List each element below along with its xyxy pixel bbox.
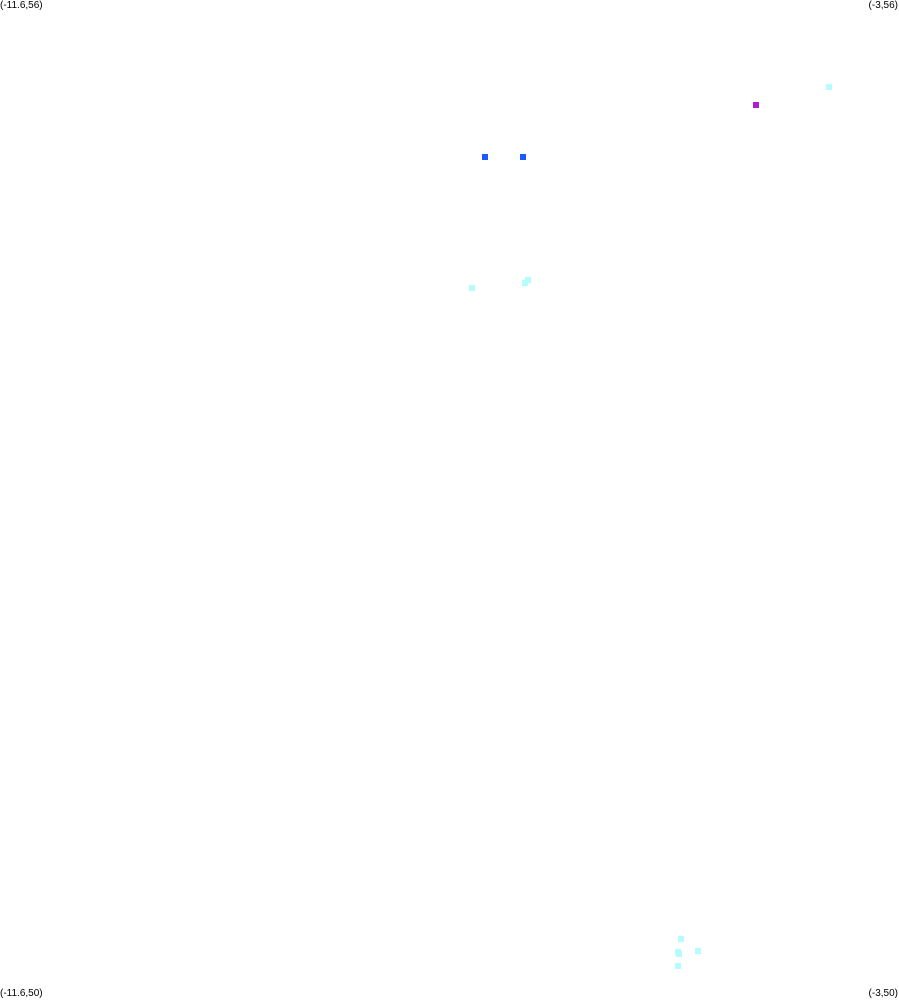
corner-label-bottom-left: (-11.6,50) xyxy=(0,988,43,999)
corner-label-top-right: (-3,56) xyxy=(868,0,898,11)
map-point xyxy=(826,84,832,90)
map-point xyxy=(675,963,681,969)
map-point xyxy=(522,280,528,286)
map-point xyxy=(678,936,684,942)
map-point xyxy=(695,948,701,954)
map-point xyxy=(469,285,475,291)
map-point xyxy=(676,951,682,957)
map-point xyxy=(525,277,531,283)
map-point xyxy=(753,102,759,108)
corner-label-bottom-right: (-3,50) xyxy=(868,988,898,999)
map-point xyxy=(520,154,526,160)
corner-label-top-left: (-11.6,56) xyxy=(0,0,43,11)
map-point xyxy=(482,154,488,160)
